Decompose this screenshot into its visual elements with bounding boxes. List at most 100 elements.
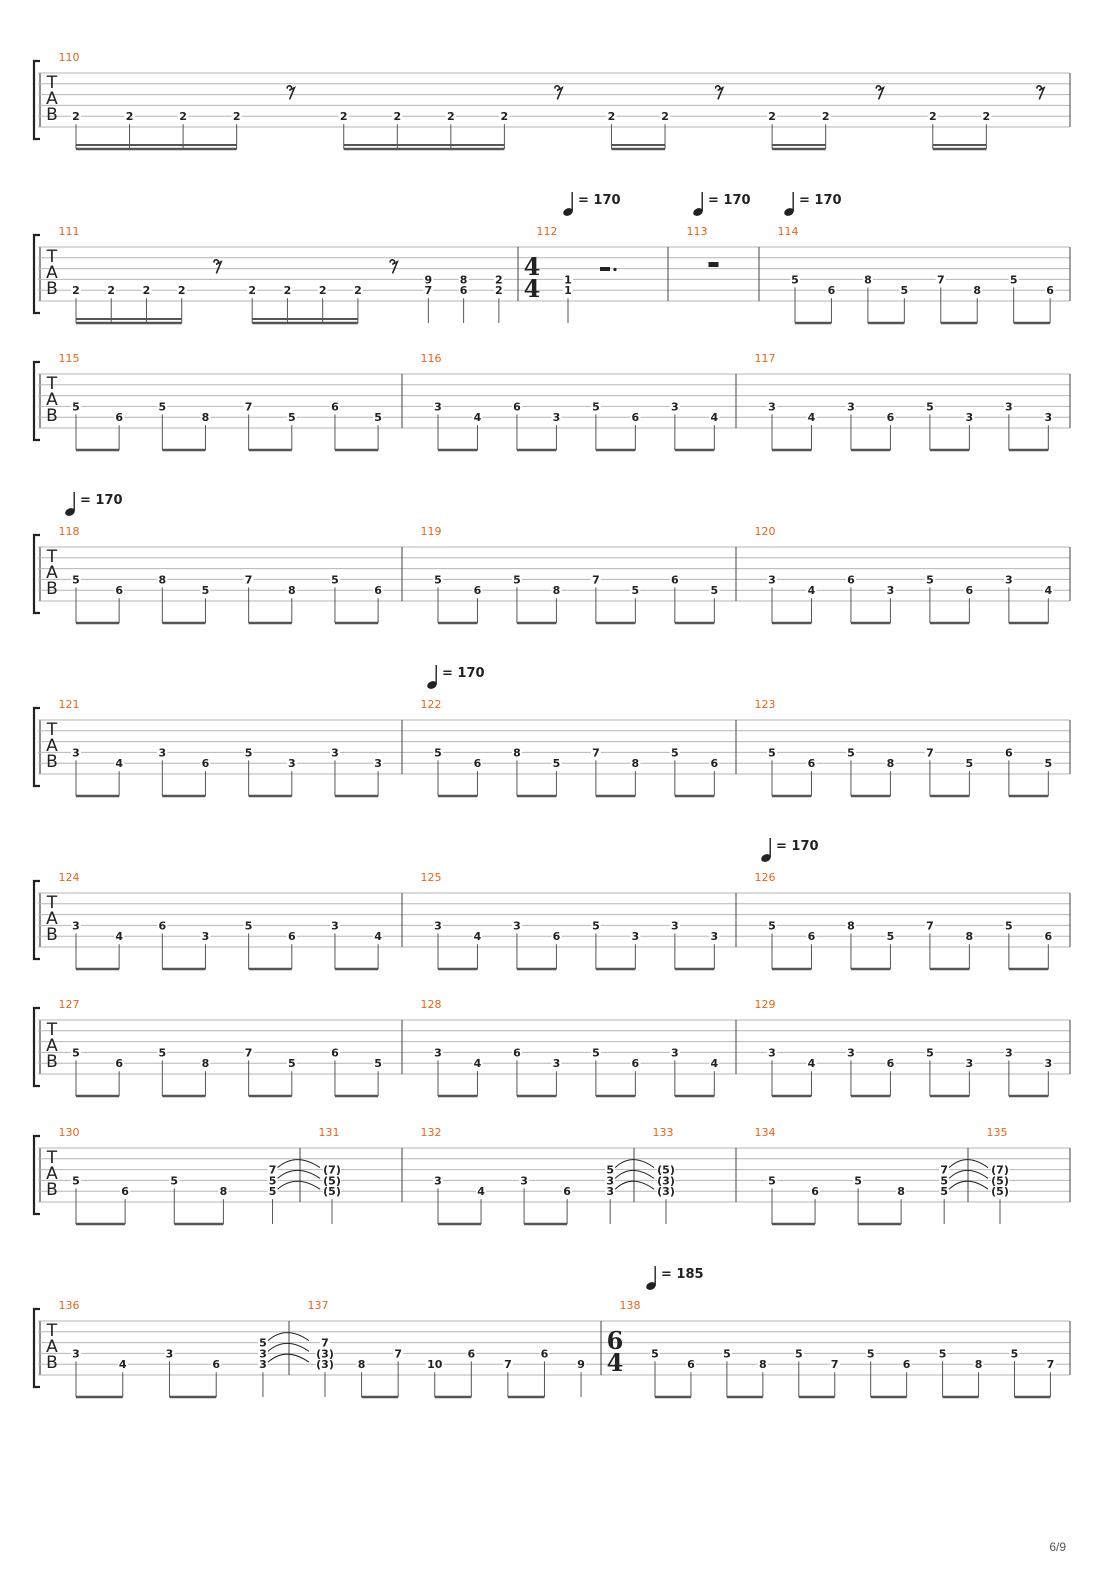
fret-mask [669,401,680,412]
tab-clef-letter: A [46,1164,58,1184]
fret-number: 3 [434,919,442,932]
fret-mask [845,1047,856,1058]
fret-number: 7 [926,919,934,932]
fret-number: 8 [202,1057,210,1070]
fret-number: 5 [202,584,210,597]
fret-mask [991,1164,1009,1175]
fret-mask [927,111,938,122]
fret-mask [973,1359,984,1370]
fret-mask [157,401,168,412]
fret-mask [114,1058,125,1069]
fret-number: 3 [288,757,296,770]
fret-mask [590,401,601,412]
fret-number: 8 [513,746,521,759]
fret-mask [810,1186,821,1197]
fret-mask [373,412,384,423]
fret-mask [267,1164,278,1175]
tie-arc [614,1180,655,1190]
time-signature-bottom: 4 [607,1348,624,1377]
fret-mask [423,274,434,285]
fret-mask [267,1186,278,1197]
fret-mask [499,111,510,122]
tab-clef-letter: T [46,1321,58,1341]
fret-mask [829,1359,840,1370]
fret-number: 5 [1010,273,1018,286]
fret-mask [472,931,483,942]
fret-mask [71,1175,81,1186]
fret-mask [605,1164,616,1175]
tempo-marking: = 170 [427,665,485,689]
fret-mask [630,1058,641,1069]
tab-clef-letter: A [46,263,58,283]
fret-mask [563,285,573,296]
fret-number: 7 [937,273,945,286]
fret-number: 4 [710,411,718,424]
fret-number: 2 [929,110,937,123]
fret-number: 7 [504,1358,512,1371]
fret-number: 5 [72,400,80,413]
fret-mask [511,574,522,585]
fret-mask [243,920,254,931]
tab-clef-letter: B [46,105,58,125]
fret-mask [826,285,837,296]
fret-mask [231,111,242,122]
fret-mask [120,1186,131,1197]
fret-number: 5 [1011,1347,1019,1360]
fret-number: 6 [887,411,895,424]
fret-mask [71,401,81,412]
fret-mask [458,274,469,285]
fret-number: 3 [331,919,339,932]
fret-mask [767,111,778,122]
tie-arc [614,1169,655,1179]
fret-mask [606,111,617,122]
fret-number: 5 [1005,919,1013,932]
fret-mask [885,1058,896,1069]
fret-mask [709,1058,720,1069]
fret-mask [721,1348,732,1359]
fret-number: 6 [887,1057,895,1070]
measure-number: 113 [687,225,708,238]
fret-mask [590,1047,601,1058]
quarter-note-icon [646,1282,656,1290]
tie-arc [267,1353,310,1363]
measure-number: 129 [755,998,776,1011]
fret-mask [373,585,384,596]
measure-number: 112 [537,225,558,238]
fret-number: 7 [269,1164,277,1177]
tie-arc [948,1159,989,1169]
fret-number: 5 [245,919,253,932]
fret-number: 2 [447,110,455,123]
fret-mask [790,274,800,285]
tab-clef-letter: B [46,579,58,599]
fret-mask [885,412,896,423]
fret-mask [630,758,641,769]
fret-number: 10 [427,1358,443,1371]
fret-number: 5 [768,1174,776,1187]
tempo-value: = 170 [799,193,842,208]
fret-number: (5) [991,1185,1009,1198]
measure-number: 127 [59,998,80,1011]
tab-clef-letter: A [46,736,58,756]
fret-number: 8 [887,757,895,770]
fret-mask [493,274,504,285]
fret-mask [605,1175,616,1186]
fret-number: 6 [513,400,521,413]
fret-number: 5 [434,746,442,759]
fret-mask [114,931,125,942]
tempo-value: = 170 [442,666,485,681]
fret-number: 9 [577,1358,585,1371]
fret-number: 2 [822,110,830,123]
fret-number: (3) [657,1174,675,1187]
fret-mask [164,1348,175,1359]
fret-mask [472,585,483,596]
fret-number: 3 [166,1347,174,1360]
